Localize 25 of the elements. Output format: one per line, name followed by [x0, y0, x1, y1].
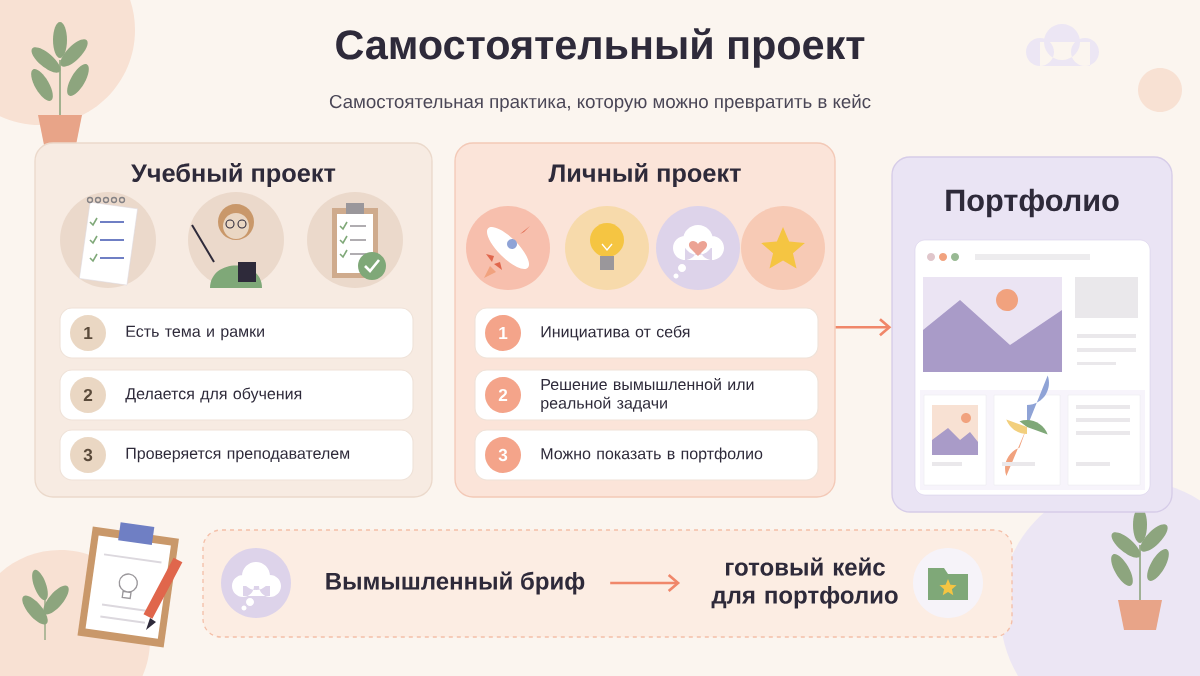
step-text: Можно показать в портфолио: [541, 447, 763, 463]
number-badge: 3: [485, 437, 521, 473]
flow-text: Вымышленный бриф: [326, 571, 585, 595]
title: Самостоятельный проект: [336, 28, 865, 68]
flow-text: готовый кейс для портфолио: [711, 557, 898, 609]
number-badge: 3: [70, 437, 106, 473]
subtitle: Самостоятельная практика, которую можно превратить в кейс: [329, 94, 871, 112]
step-row: [59, 307, 414, 359]
step-text: Проверяется преподавателем: [126, 447, 350, 463]
step-row: [474, 429, 819, 481]
number-badge: 2: [70, 377, 106, 413]
dashed-panel: [202, 529, 1013, 638]
number-badge: 1: [70, 315, 106, 351]
arrow: [835, 318, 892, 337]
step-text: Делается для обучения: [125, 387, 302, 403]
number-badge: 2: [485, 377, 521, 413]
step-text: Инициатива от себя: [541, 325, 690, 341]
arrow: [610, 574, 681, 593]
step-text: Решение вымышленной или реальной задачи: [541, 378, 754, 412]
step-text: Есть тема и рамки: [126, 325, 264, 341]
number-badge: 1: [485, 315, 521, 351]
step-row: [59, 429, 414, 481]
step-row: [474, 307, 819, 359]
step-row: [59, 369, 414, 421]
step-row: [474, 369, 819, 421]
